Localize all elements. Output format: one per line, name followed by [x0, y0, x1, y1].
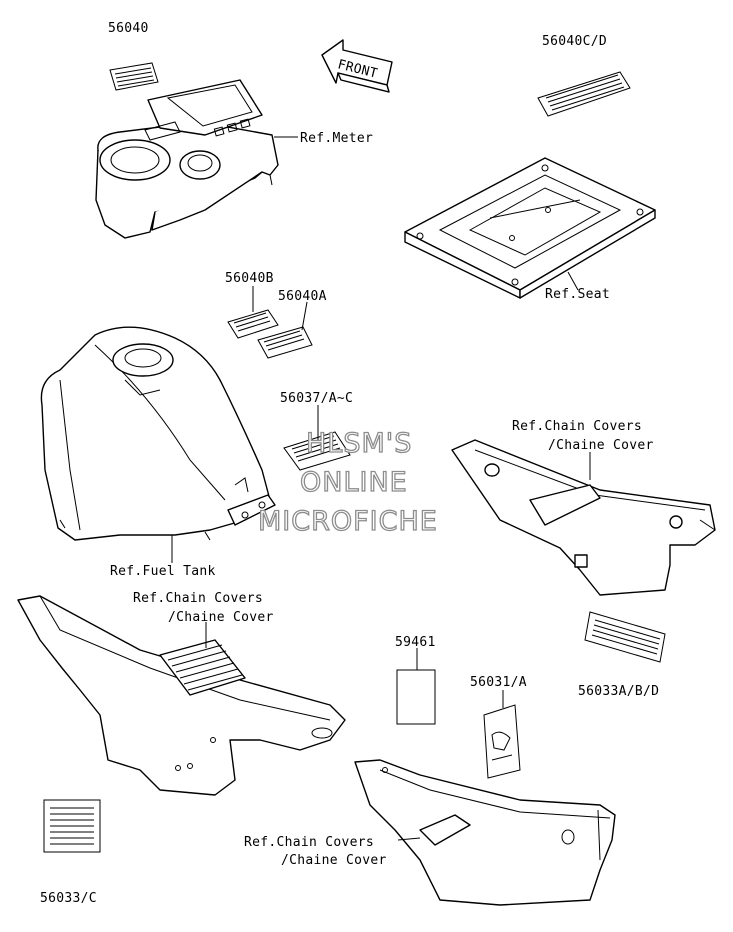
label-56031: 56031/A: [470, 675, 527, 690]
sticker-56040: [109, 62, 159, 91]
chain-cover-right-part: [451, 439, 716, 596]
label-56040b: 56040B: [225, 271, 274, 286]
label-56033abd: 56033A/B/D: [578, 684, 659, 699]
label-ref-meter: Ref.Meter: [300, 131, 373, 146]
front-arrow-icon: FRONT: [321, 39, 393, 93]
label-56040a: 56040A: [278, 289, 327, 304]
watermark-line-1: HLSM'S: [306, 428, 412, 459]
label-ref-chain-3a: Ref.Chain Covers: [244, 835, 374, 850]
label-ref-chain-3b: /Chaine Cover: [281, 853, 387, 868]
label-ref-chain-2b: /Chaine Cover: [168, 610, 274, 625]
label-56033c: 56033/C: [40, 891, 97, 906]
chain-cover-bottom-part: [354, 759, 616, 906]
sticker-59461: [396, 669, 436, 725]
sticker-56040cd: [537, 71, 631, 117]
label-ref-chain-1a: Ref.Chain Covers: [512, 419, 642, 434]
label-59461: 59461: [395, 635, 436, 650]
chain-cover-left-part: [17, 595, 346, 796]
sticker-56040b: [227, 309, 279, 339]
label-ref-chain-1b: /Chaine Cover: [548, 438, 654, 453]
seat-part: [404, 157, 656, 299]
watermark-line-2: ONLINE: [300, 467, 408, 498]
label-56040: 56040: [108, 21, 149, 36]
fuel-tank-part: [40, 326, 276, 541]
watermark-line-3: MICROFICHE: [258, 506, 438, 537]
label-56040cd: 56040C/D: [542, 34, 607, 49]
sticker-56033abd: [584, 611, 666, 663]
sticker-56037: [283, 431, 351, 471]
sticker-56031: [483, 704, 521, 779]
label-ref-fuel-tank: Ref.Fuel Tank: [110, 564, 216, 579]
label-56037: 56037/A~C: [280, 391, 353, 406]
label-ref-chain-2a: Ref.Chain Covers: [133, 591, 263, 606]
sticker-56040a: [257, 326, 313, 359]
sticker-56033c: [43, 799, 101, 853]
meter-part: [95, 79, 279, 239]
label-ref-seat: Ref.Seat: [545, 287, 610, 302]
